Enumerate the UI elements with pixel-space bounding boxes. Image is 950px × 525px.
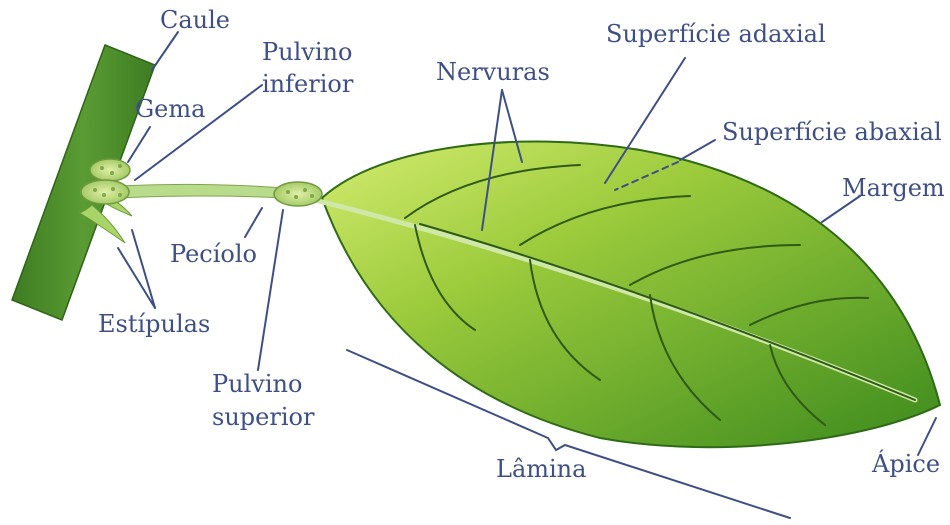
label-peciolo: Pecíolo xyxy=(170,240,257,268)
label-superficie-abaxial: Superfície abaxial xyxy=(722,118,942,146)
label-pulvino-superior: Pulvino xyxy=(212,370,302,398)
leader-pulvino-superior xyxy=(258,210,283,370)
label-superficie-adaxial: Superfície adaxial xyxy=(606,20,826,48)
label-pulvino-superior: superior xyxy=(212,403,315,431)
label-margem: Margem xyxy=(842,174,945,202)
label-pulvino-inferior: inferior xyxy=(262,70,354,98)
label-pulvino-inferior: Pulvino xyxy=(262,38,352,66)
label-gema: Gema xyxy=(135,95,205,123)
leader-caule xyxy=(152,32,178,70)
pulvinus-superior-shape xyxy=(274,182,322,206)
leader-estipulas xyxy=(118,248,155,308)
stem-shape xyxy=(12,45,155,320)
label-nervuras: Nervuras xyxy=(436,58,550,86)
label-caule: Caule xyxy=(160,6,230,34)
label-apice: Ápice xyxy=(871,449,940,478)
leader-estipulas xyxy=(132,230,155,308)
petiole-shape xyxy=(120,184,290,198)
leader-superficie-abaxial xyxy=(680,140,715,160)
leader-peciolo xyxy=(245,208,262,237)
leader-gema xyxy=(128,127,150,162)
label-estipulas: Estípulas xyxy=(98,310,210,338)
pulvinus-inferior-shape xyxy=(81,180,129,204)
bud-shape xyxy=(90,159,130,181)
label-lamina: Lâmina xyxy=(496,455,586,483)
